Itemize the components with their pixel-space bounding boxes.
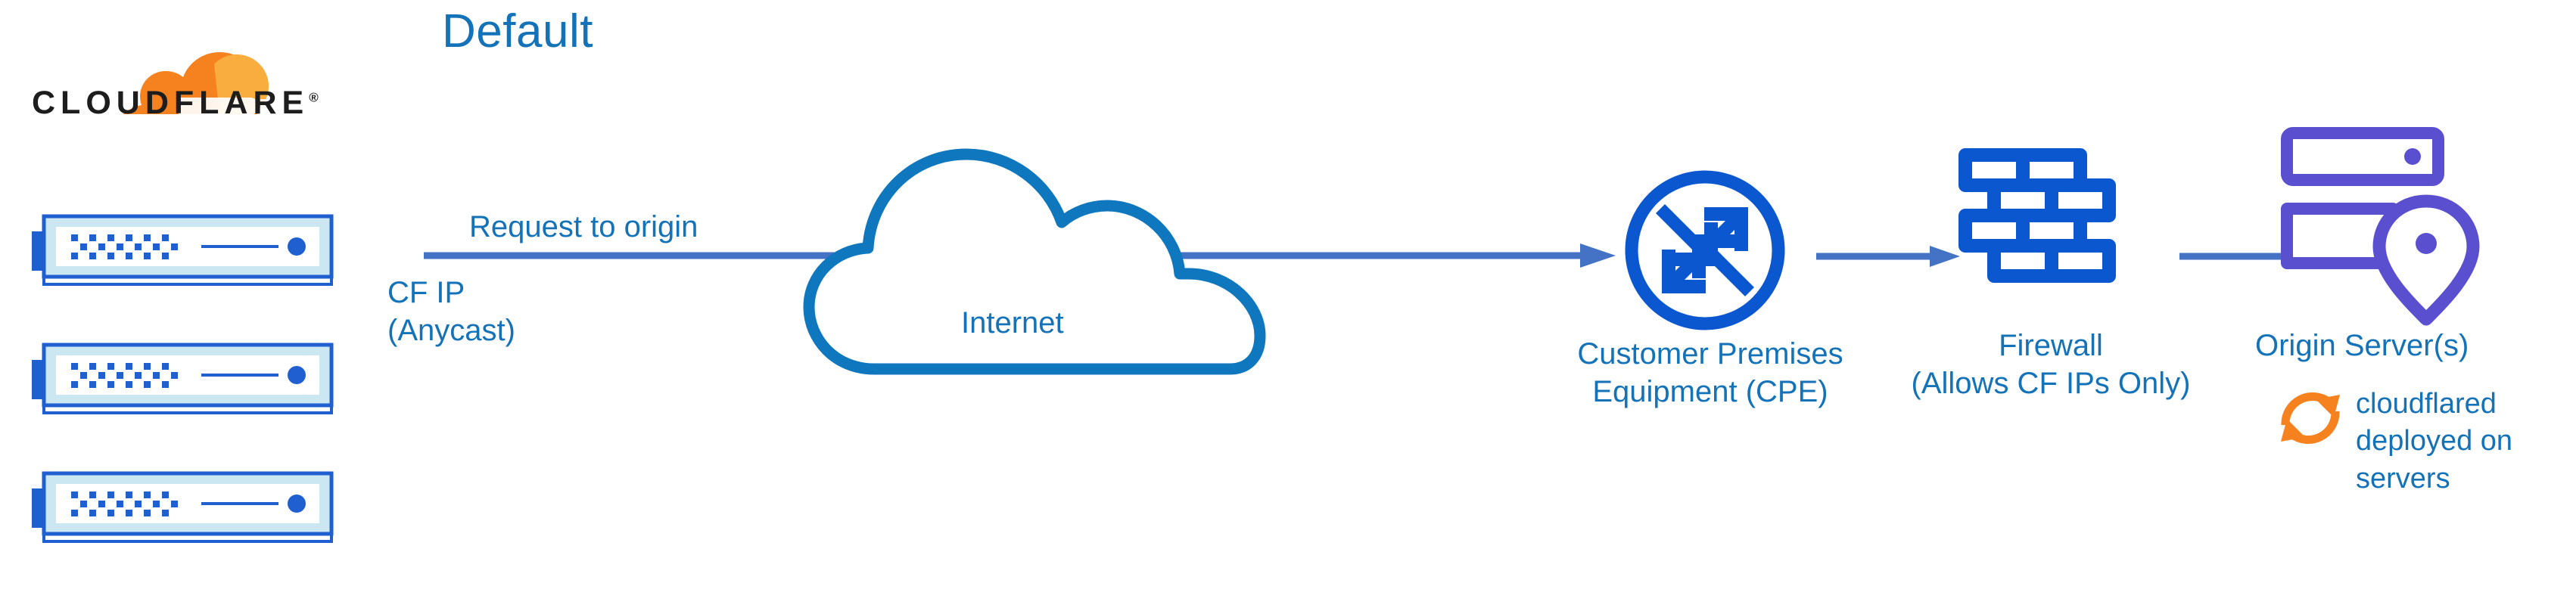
brick-wall-icon [1958,148,2116,283]
cloudflare-wordmark: CLOUDFLARE® [32,85,319,122]
origin-server-icon [2281,127,2480,326]
cloudflare-cloud-icon [123,52,320,115]
cf-ip-line1: CF IP [387,276,465,309]
cf-ip-line2: (Anycast) [387,314,515,347]
cpe-line2: Equipment (CPE) [1592,375,1828,408]
label-cf-ip-anycast: CF IP (Anycast) [387,274,515,349]
page-title: Default [442,5,593,57]
node-label-cpe: Customer Premises Equipment (CPE) [1551,335,1869,411]
node-label-firewall: Firewall (Allows CF IPs Only) [1888,327,2214,402]
firewall-line1: Firewall [1999,329,2103,362]
node-label-origin-server: Origin Server(s) [2255,329,2469,362]
internet-cloud-icon [803,148,1266,375]
node-label-internet: Internet [961,306,1064,340]
refresh-cycle-icon [2281,392,2340,445]
server-rack-icon [32,471,334,543]
edge-label-request-to-origin: Request to origin [469,210,698,243]
router-icon [1625,170,1785,330]
label-cloudflared-deployed: cloudflared deployed on servers [2356,388,2513,495]
cpe-line1: Customer Premises [1577,337,1843,371]
firewall-line2: (Allows CF IPs Only) [1911,367,2191,400]
wordmark-text: CLOUDFLARE [32,85,310,121]
registered-mark: ® [309,90,319,105]
server-rack-icon [32,343,334,414]
arrow-cpe-to-firewall [1816,246,1960,267]
server-rack-icon [32,214,334,286]
